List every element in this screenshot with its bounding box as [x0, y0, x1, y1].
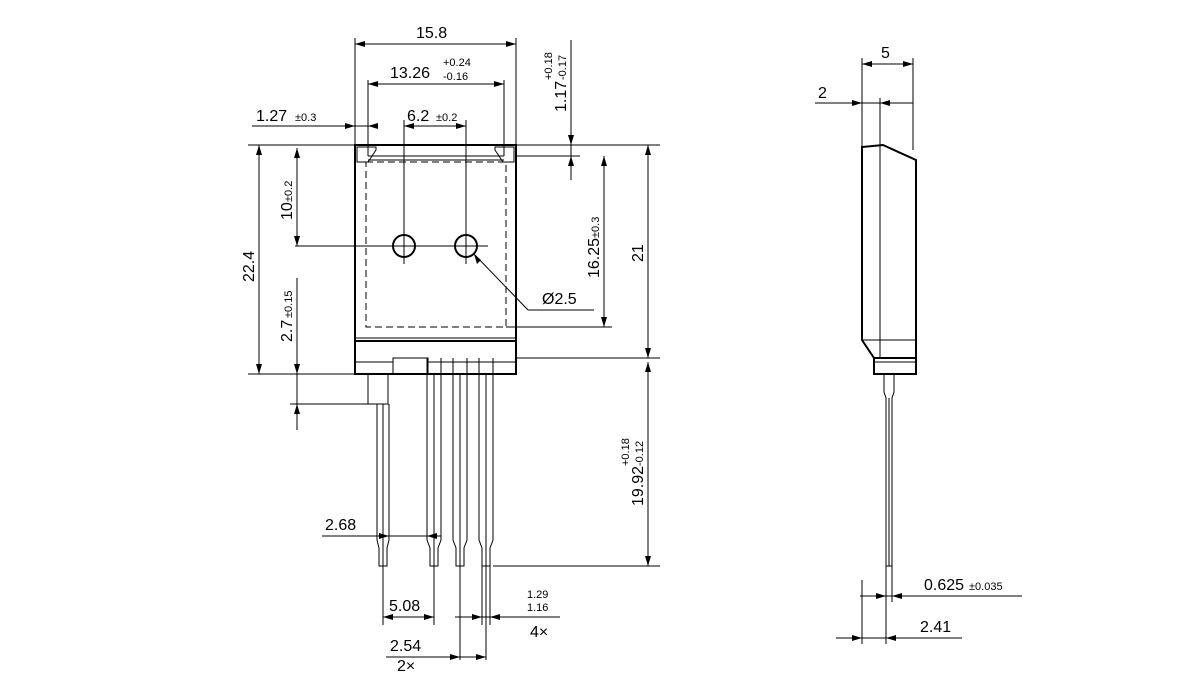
dim-lower-height: 2.7: [279, 320, 296, 342]
dim-hole-diameter: Ø2.5: [542, 291, 577, 308]
lead-1: [367, 373, 390, 567]
dim-top-offset-tol-upper: +0.18: [543, 52, 555, 80]
dim-body-height: 21: [630, 244, 647, 262]
dim-lead-width-max: 1.29: [527, 589, 548, 601]
dim-hole-height: 10: [279, 202, 296, 220]
dim-lead-thickness: 0.625: [924, 577, 964, 594]
lead-4: [478, 358, 494, 567]
dim-top-offset: 1.17: [553, 81, 570, 112]
dim-thickness: 5: [881, 45, 890, 62]
dim-body-width-tol-lower: -0.16: [443, 71, 468, 83]
lead-3: [452, 358, 468, 567]
front-dimensions: [248, 38, 660, 660]
front-labels: 15.8 13.26 +0.24 -0.16 1.27 ±0.3 6.2 ±0.…: [241, 25, 647, 675]
corner-right: [494, 146, 515, 163]
dim-edge-offset: 1.27: [256, 108, 287, 125]
dim-lead-length-tol-lower: -0.12: [634, 441, 646, 466]
dim-lead-length: 19.92: [630, 466, 647, 506]
dim-lead-width-min: 1.16: [527, 602, 548, 614]
dim-lead-count: 4×: [530, 624, 548, 641]
dim-lead-length-tol-upper: +0.18: [620, 438, 632, 466]
dim-pitch-count: 2×: [397, 658, 415, 675]
dim-lead-offset: 2.68: [325, 517, 356, 534]
dim-hole-height-tol: ±0.2: [283, 181, 295, 202]
dim-tab-thickness: 2: [818, 85, 827, 102]
side-base: [873, 357, 917, 375]
dim-lead-spacing: 5.08: [389, 598, 420, 615]
dim-hole-pitch: 6.2: [407, 108, 429, 125]
dim-lead-position: 2.41: [920, 619, 951, 636]
package-body: [354, 144, 517, 375]
side-labels: 5 2 0.625 ±0.035 2.41: [818, 45, 1003, 636]
dim-edge-offset-tol: ±0.3: [295, 112, 316, 124]
dim-body-width: 13.26: [390, 65, 430, 82]
dim-overall-width: 15.8: [416, 25, 447, 42]
corner-left: [356, 146, 377, 163]
dim-body-width-tol-upper: +0.24: [443, 57, 471, 69]
dim-lead-thickness-tol: ±0.035: [969, 581, 1003, 593]
side-body: [861, 143, 917, 359]
dim-overall-height: 22.4: [241, 251, 258, 282]
hidden-heatsink-outline: [365, 161, 507, 328]
dim-lower-height-tol: ±0.15: [283, 291, 295, 318]
side-view: [861, 143, 917, 567]
dim-inner-height-tol: ±0.3: [590, 217, 602, 238]
dim-top-offset-tol-lower: -0.17: [557, 55, 569, 80]
dim-inner-height: 16.25: [586, 238, 603, 278]
dim-hole-pitch-tol: ±0.2: [436, 112, 457, 124]
side-dimensions: [815, 58, 1022, 644]
front-view: [295, 120, 517, 567]
dim-pitch: 2.54: [390, 638, 421, 655]
